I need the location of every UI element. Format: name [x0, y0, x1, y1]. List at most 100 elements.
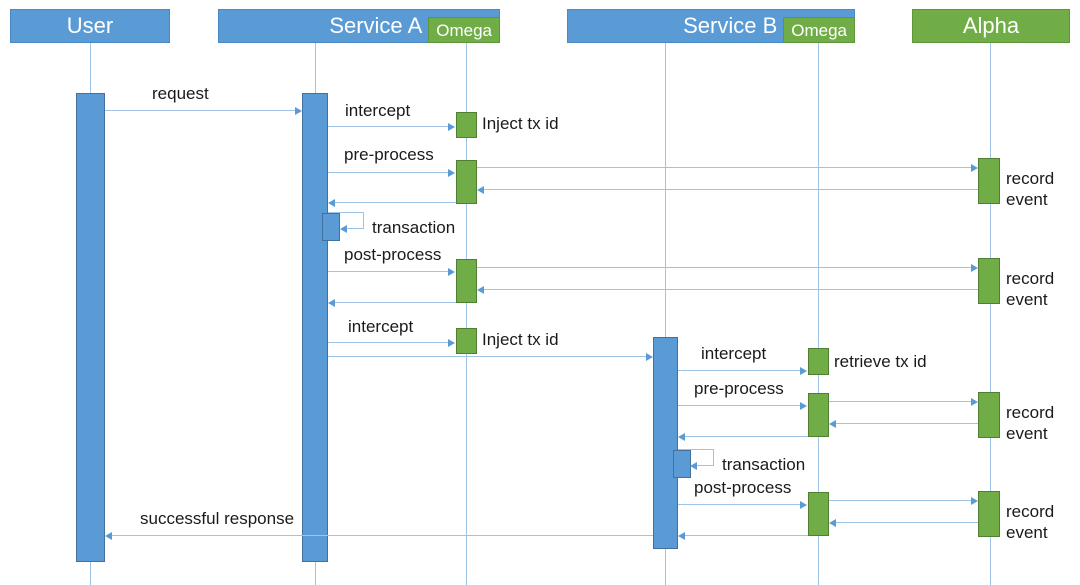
participant-sublabel-service-a-omega[interactable]: Omega: [428, 17, 500, 43]
message-line-intercept-3: [678, 370, 800, 371]
participant-label-service-a: Service A: [329, 13, 423, 38]
activation-bar-omega-b-preprocess[interactable]: [808, 393, 829, 437]
message-line-transaction-1-bottom: [347, 228, 364, 229]
message-arrowhead-post-process-1: [448, 268, 455, 276]
message-line-omega-a-return-2: [335, 302, 456, 303]
message-line-service-a-to-b: [328, 356, 646, 357]
message-label-pre-process-1: pre-process: [344, 145, 434, 164]
message-arrowhead-transaction-2: [690, 462, 697, 470]
message-arrowhead-intercept-1: [448, 123, 455, 131]
message-line-transaction-2-top: [678, 449, 714, 450]
message-arrowhead-pre-process-2: [800, 402, 807, 410]
activation-bar-alpha-4[interactable]: [978, 491, 1000, 537]
note-label-record-event-4-line1: record: [1006, 502, 1055, 521]
message-arrowhead-successful-response: [105, 532, 112, 540]
message-arrowhead-omega-b-return-2: [678, 532, 685, 540]
message-line-intercept-1: [328, 126, 448, 127]
lifeline-omega-b: [818, 43, 819, 585]
message-arrowhead-alpha-return-4: [829, 519, 836, 527]
message-line-record-event-1: [477, 167, 971, 168]
note-label-record-event-3-line1: record: [1006, 403, 1055, 422]
participant-label-alpha: Alpha: [962, 13, 1020, 38]
activation-bar-service-b-nested[interactable]: [673, 450, 691, 478]
participant-label-service-b: Service B: [683, 13, 778, 38]
message-arrowhead-pre-process-1: [448, 169, 455, 177]
message-label-pre-process-2: pre-process: [694, 379, 784, 398]
activation-bar-alpha-2[interactable]: [978, 258, 1000, 304]
note-label-record-event-2-line2: event: [1006, 290, 1048, 309]
message-line-intercept-2: [328, 342, 448, 343]
message-arrowhead-transaction-1: [340, 225, 347, 233]
message-arrowhead-alpha-return-2: [477, 286, 484, 294]
activation-bar-omega-a-preprocess[interactable]: [456, 160, 477, 204]
message-line-transaction-2-right: [713, 449, 714, 466]
participant-header-service-b[interactable]: Service B Omega: [567, 9, 855, 43]
activation-bar-omega-b-intercept[interactable]: [808, 348, 829, 375]
message-line-pre-process-1: [328, 172, 448, 173]
message-line-transaction-2-bottom: [697, 465, 714, 466]
message-arrowhead-omega-b-return-1: [678, 433, 685, 441]
activation-bar-service-a[interactable]: [302, 93, 328, 562]
message-line-omega-b-return-1: [685, 436, 808, 437]
note-label-retrieve-tx-id: retrieve tx id: [834, 352, 927, 371]
message-line-successful-response: [112, 535, 653, 536]
message-label-request: request: [152, 84, 209, 103]
note-label-inject-tx-id-1: Inject tx id: [482, 114, 559, 133]
note-label-record-event-1-line2: event: [1006, 190, 1048, 209]
message-line-post-process-2: [678, 504, 800, 505]
message-arrowhead-record-event-3: [971, 398, 978, 406]
message-arrowhead-post-process-2: [800, 501, 807, 509]
message-arrowhead-alpha-return-3: [829, 420, 836, 428]
activation-bar-service-b[interactable]: [653, 337, 678, 549]
activation-bar-omega-a-intercept[interactable]: [456, 112, 477, 138]
message-label-transaction-1: transaction: [372, 218, 456, 237]
message-arrowhead-alpha-return-1: [477, 186, 484, 194]
message-line-alpha-return-4: [836, 522, 978, 523]
activation-bar-service-a-nested[interactable]: [322, 213, 340, 241]
message-line-alpha-return-2: [484, 289, 978, 290]
participant-header-alpha[interactable]: Alpha: [912, 9, 1070, 43]
activation-bar-omega-b-postprocess[interactable]: [808, 492, 829, 536]
participant-label-user: User: [66, 13, 114, 38]
message-label-intercept-3: intercept: [701, 344, 767, 363]
activation-bar-user[interactable]: [76, 93, 105, 562]
participant-header-service-a[interactable]: Service A Omega: [218, 9, 500, 43]
message-line-omega-b-return-2: [685, 535, 808, 536]
participant-header-user[interactable]: User: [10, 9, 170, 43]
message-label-post-process-1: post-process: [344, 245, 442, 264]
message-line-request: [105, 110, 295, 111]
message-label-post-process-2: post-process: [694, 478, 792, 497]
note-label-record-event-4-line2: event: [1006, 523, 1048, 542]
note-label-record-event-2-line1: record: [1006, 269, 1055, 288]
activation-bar-omega-a-postprocess[interactable]: [456, 259, 477, 303]
note-label-record-event-1-line1: record: [1006, 169, 1055, 188]
participant-sublabel-service-b-omega[interactable]: Omega: [783, 17, 855, 43]
message-line-omega-a-return-1: [335, 202, 456, 203]
message-arrowhead-record-event-2: [971, 264, 978, 272]
message-arrowhead-omega-a-return-2: [328, 299, 335, 307]
message-line-post-process-1: [328, 271, 448, 272]
activation-bar-omega-a-intercept-2[interactable]: [456, 328, 477, 354]
message-line-transaction-1-right: [363, 212, 364, 229]
lifeline-alpha: [990, 43, 991, 585]
activation-bar-alpha-3[interactable]: [978, 392, 1000, 438]
activation-bar-alpha-1[interactable]: [978, 158, 1000, 204]
note-label-inject-tx-id-2: Inject tx id: [482, 330, 559, 349]
message-line-record-event-3: [829, 401, 971, 402]
message-arrowhead-service-a-to-b: [646, 353, 653, 361]
message-line-record-event-2: [477, 267, 971, 268]
message-label-successful-response: successful response: [140, 509, 295, 528]
message-label-intercept-1: intercept: [345, 101, 411, 120]
message-arrowhead-intercept-3: [800, 367, 807, 375]
message-line-transaction-1-top: [328, 212, 364, 213]
message-arrowhead-request: [295, 107, 302, 115]
message-arrowhead-omega-a-return-1: [328, 199, 335, 207]
note-label-record-event-3-line2: event: [1006, 424, 1048, 443]
message-line-pre-process-2: [678, 405, 800, 406]
lifeline-service-b: [665, 43, 666, 585]
message-arrowhead-record-event-4: [971, 497, 978, 505]
message-arrowhead-record-event-1: [971, 164, 978, 172]
message-line-record-event-4: [829, 500, 971, 501]
message-label-intercept-2: intercept: [348, 317, 414, 336]
